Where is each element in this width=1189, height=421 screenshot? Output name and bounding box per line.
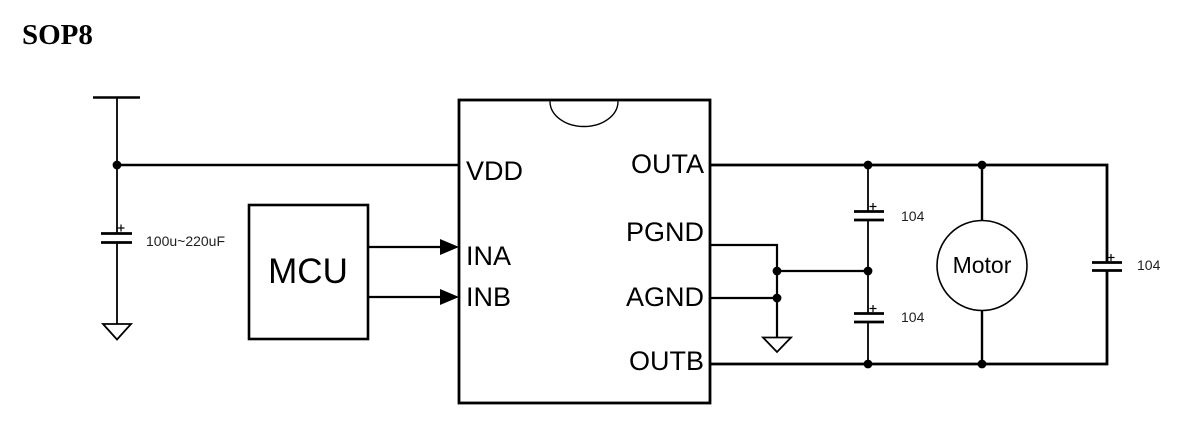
pin-label-agnd: AGND	[626, 282, 704, 312]
mcu-label: MCU	[268, 252, 348, 291]
ic-body	[457, 98, 712, 405]
motor-capacitor-value: 104	[1137, 257, 1161, 273]
ground-symbol	[100, 323, 134, 341]
pgnd-wire	[710, 243, 779, 337]
polarity-plus-icon	[869, 203, 877, 210]
pin-label-pgnd: PGND	[626, 217, 704, 247]
polarity-plus-icon	[869, 305, 877, 312]
pin-label-outa: OUTA	[631, 149, 704, 179]
outb-wire	[710, 270, 1109, 366]
outa-capacitor-value: 104	[901, 208, 925, 224]
ic-pin1-notch-icon	[549, 101, 619, 128]
motor-symbol: Motor	[936, 165, 1028, 364]
pin-label-ina: INA	[466, 241, 511, 271]
outb-capacitor-symbol	[854, 271, 884, 364]
arrowhead-icon	[440, 239, 459, 255]
ina-signal-arrow	[368, 239, 459, 255]
outb-capacitor-value: 104	[901, 309, 925, 325]
motor-label: Motor	[953, 252, 1012, 278]
junction-dot	[772, 266, 782, 276]
junction-dot	[863, 266, 873, 276]
pin-label-outb: OUTB	[629, 346, 704, 376]
pin-label-inb: INB	[466, 282, 511, 312]
outa-capacitor-symbol	[854, 165, 884, 271]
motor-capacitor-symbol	[1092, 254, 1122, 272]
polarity-plus-icon	[117, 224, 125, 232]
arrowhead-icon	[440, 289, 459, 305]
inb-signal-arrow	[368, 289, 459, 305]
outa-wire	[710, 163, 1109, 263]
junction-dot	[772, 293, 782, 303]
polarity-plus-icon	[1107, 254, 1115, 261]
page-title: SOP8	[22, 19, 93, 51]
ground-symbol	[760, 336, 794, 354]
bulk-capacitor-value: 100u~220uF	[146, 233, 225, 249]
pin-label-vdd: VDD	[466, 156, 523, 186]
mcu-block	[247, 203, 370, 341]
bulk-capacitor-symbol	[101, 224, 132, 244]
junction-dot	[112, 160, 122, 170]
